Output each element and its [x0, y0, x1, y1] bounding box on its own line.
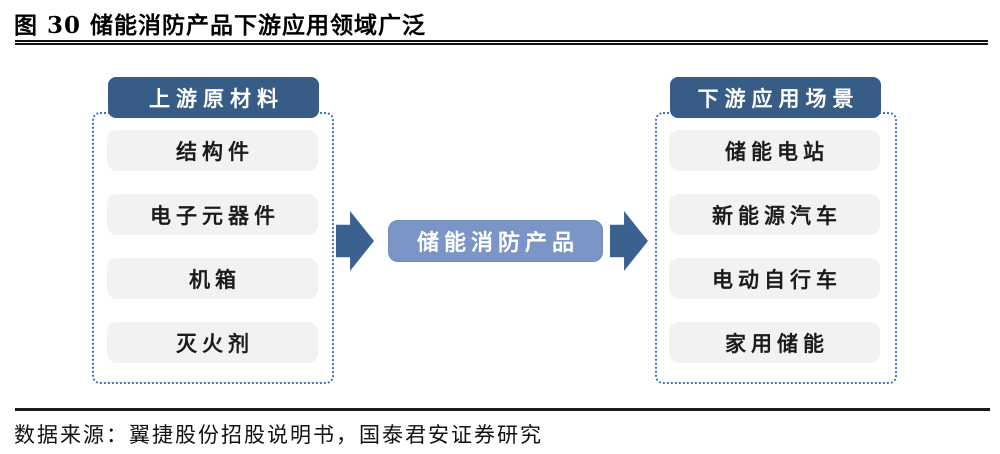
upstream-item: 结构件 [107, 130, 318, 171]
downstream-panel-header: 下游应用场景 [670, 77, 881, 118]
source-divider [15, 408, 990, 411]
center-product-box: 储能消防产品 [388, 220, 603, 262]
title-divider [15, 40, 988, 45]
data-source-note: 数据来源：翼捷股份招股说明书，国泰君安证券研究 [14, 423, 543, 447]
arrow-right-icon [336, 211, 374, 271]
downstream-item: 新能源汽车 [669, 194, 880, 235]
figure-title: 图 30 储能消防产品下游应用领域广泛 [14, 12, 427, 39]
upstream-panel-header: 上游原材料 [108, 77, 319, 118]
downstream-item: 电动自行车 [669, 258, 880, 299]
upstream-item: 电子元器件 [107, 194, 318, 235]
arrow-right-icon [610, 211, 648, 271]
upstream-item: 机箱 [107, 258, 318, 299]
upstream-item: 灭火剂 [107, 322, 318, 363]
downstream-item: 储能电站 [669, 130, 880, 171]
downstream-item: 家用储能 [669, 322, 880, 363]
